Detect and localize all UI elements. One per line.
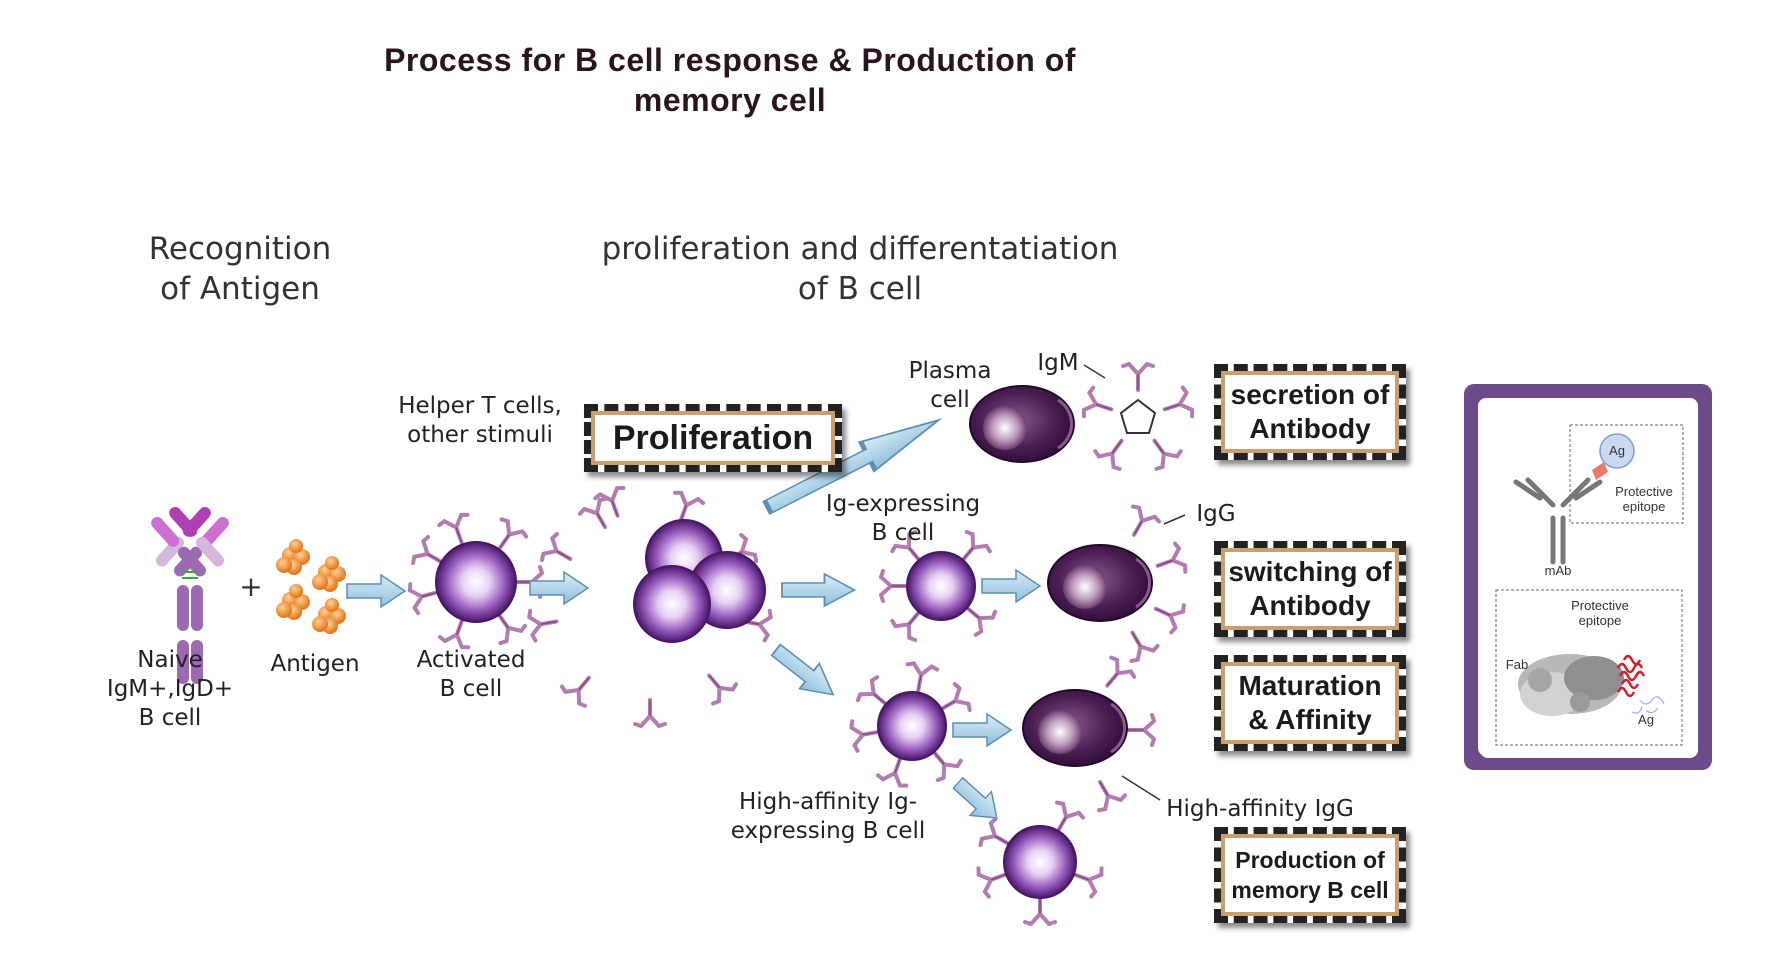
igm-pentamer-icon bbox=[1080, 362, 1196, 471]
arrow-to-memory-b-cell bbox=[946, 770, 1009, 831]
switching-box-line-1: switching of bbox=[1228, 556, 1392, 587]
ig-expressing-b-cell-icon bbox=[879, 528, 999, 644]
section-recognition-line-1: Recognition bbox=[148, 231, 332, 267]
high-affinity-label-line-1: High-affinity Ig- bbox=[738, 789, 918, 815]
igg-label: IgG bbox=[1196, 501, 1236, 527]
title-line-1: Process for B cell response & Production… bbox=[384, 42, 1076, 78]
arrow-to-high-affinity-cell bbox=[765, 636, 844, 709]
plus-sign: + bbox=[239, 570, 263, 603]
igg-plasma-cell-icon bbox=[1047, 502, 1190, 665]
activated-label-line-2: B cell bbox=[439, 676, 503, 702]
secretion-of-antibody-box: secretion of Antibody bbox=[1214, 364, 1406, 460]
section-proliferation: proliferation and differentatiation of B… bbox=[580, 229, 1140, 309]
maturation-box-line-1: Maturation bbox=[1238, 670, 1382, 701]
inset-epitope2-line-1: Protective bbox=[1571, 598, 1629, 613]
section-recognition-line-2: of Antigen bbox=[160, 271, 320, 307]
igm-pointer-line bbox=[1083, 364, 1106, 379]
igm-label: IgM bbox=[1037, 350, 1079, 376]
activated-b-cell-icon bbox=[406, 510, 544, 652]
proliferation-box-label: Proliferation bbox=[612, 418, 814, 457]
helper-t-cells-label: Helper T cells, other stimuli bbox=[380, 392, 580, 450]
maturation-affinity-box: Maturation & Affinity bbox=[1214, 655, 1406, 751]
memory-box-line-2: memory B cell bbox=[1231, 877, 1389, 903]
high-affinity-b-cell-label: High-affinity Ig- expressing B cell bbox=[718, 788, 938, 846]
memory-b-cell-icon bbox=[974, 798, 1106, 926]
arrow-to-igg-plasma-cell bbox=[981, 569, 1041, 603]
high-affinity-label-line-2: expressing B cell bbox=[730, 818, 926, 844]
title-line-2: memory cell bbox=[633, 82, 827, 118]
igg-pointer-line bbox=[1163, 514, 1186, 525]
naive-label-line-3: B cell bbox=[138, 705, 202, 731]
antigen-label: Antigen bbox=[270, 651, 360, 677]
helper-label-line-1: Helper T cells, bbox=[398, 393, 562, 419]
plasma-cell-icon bbox=[969, 385, 1075, 463]
high-affinity-plasma-cell-icon bbox=[1022, 654, 1156, 814]
secretion-box-line-1: secretion of bbox=[1230, 379, 1390, 410]
inset-epitope-line-1: Protective bbox=[1615, 484, 1673, 499]
inset-antibody-illustration bbox=[1480, 398, 1698, 758]
ig-expressing-label-line-2: B cell bbox=[871, 520, 935, 546]
naive-b-cell-label: Naive IgM+,IgD+ B cell bbox=[80, 646, 260, 733]
high-affinity-igg-label: High-affinity IgG bbox=[1166, 796, 1354, 822]
inset-ag-label: Ag bbox=[1609, 443, 1625, 458]
inset-epitope-line-2: epitope bbox=[1622, 499, 1666, 514]
plasma-label-line-1: Plasma bbox=[908, 358, 992, 384]
switching-box-line-2: Antibody bbox=[1249, 590, 1371, 621]
plasma-cell-label: Plasma cell bbox=[890, 357, 1010, 415]
page-title: Process for B cell response & Production… bbox=[330, 40, 1130, 120]
arrow-to-ig-expressing-cell bbox=[781, 573, 856, 607]
section-proliferation-line-1: proliferation and differentatiation bbox=[601, 231, 1119, 267]
activated-label-line-1: Activated bbox=[416, 647, 526, 673]
naive-label-line-2: IgM+,IgD+ bbox=[106, 676, 234, 702]
inset-protective-epitope-label-2: Protective epitope bbox=[1560, 598, 1640, 628]
inset-mab-label: mAb bbox=[1544, 563, 1572, 578]
naive-antibody-icon bbox=[151, 506, 229, 684]
inset-fab-label: Fab bbox=[1505, 657, 1529, 672]
high-affinity-b-cell-icon bbox=[848, 660, 974, 790]
arrow-to-high-affinity-plasma bbox=[952, 713, 1012, 747]
section-proliferation-line-2: of B cell bbox=[797, 271, 923, 307]
inset-protective-epitope-label: Protective epitope bbox=[1604, 484, 1684, 514]
antigen-icon bbox=[276, 539, 346, 634]
proliferating-cells-icon bbox=[526, 484, 774, 728]
naive-label-line-1: Naive bbox=[137, 647, 203, 673]
ig-expressing-label-line-1: Ig-expressing bbox=[825, 491, 981, 517]
secretion-box-line-2: Antibody bbox=[1249, 413, 1371, 444]
helper-label-line-2: other stimuli bbox=[407, 422, 553, 448]
production-of-memory-b-cell-box: Production of memory B cell bbox=[1214, 827, 1406, 923]
arrow-to-activated bbox=[346, 574, 406, 608]
plasma-label-line-2: cell bbox=[930, 387, 970, 413]
ig-expressing-b-cell-label: Ig-expressing B cell bbox=[808, 490, 998, 548]
maturation-box-line-2: & Affinity bbox=[1248, 704, 1372, 735]
inset-epitope2-line-2: epitope bbox=[1578, 613, 1622, 628]
proliferation-box: Proliferation bbox=[584, 404, 842, 472]
memory-box-line-1: Production of bbox=[1235, 847, 1385, 873]
switching-of-antibody-box: switching of Antibody bbox=[1214, 541, 1406, 637]
section-recognition: Recognition of Antigen bbox=[140, 229, 340, 309]
inset-ag-bottom-label: Ag bbox=[1638, 712, 1654, 727]
high-affinity-igg-pointer-line bbox=[1121, 775, 1161, 801]
activated-b-cell-label: Activated B cell bbox=[396, 646, 546, 704]
